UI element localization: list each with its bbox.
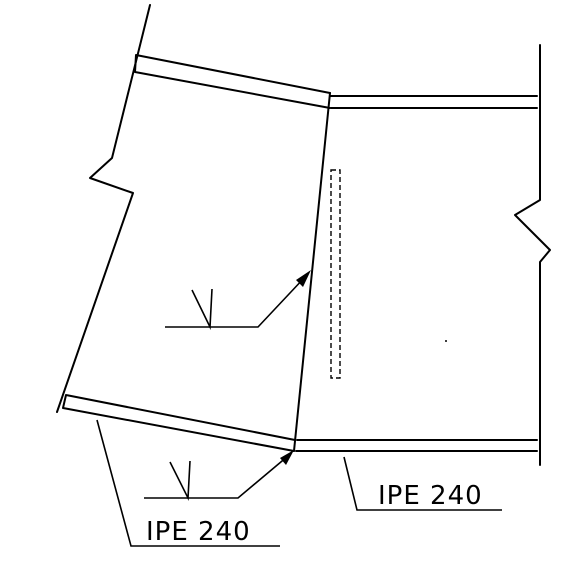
left-beam-end-line [293,92,331,452]
weld-fillet-mark-flange [169,460,191,502]
dashed-end-plate [330,169,341,379]
weld-arrow-head-web [296,270,311,287]
right-label-leader [343,456,502,511]
left-beam-top-flange [134,54,331,109]
weld-symbol-flange [144,450,294,502]
weld-arrow-head-flange [280,450,294,465]
drawing-dot [445,340,447,342]
weld-leader-web [165,276,306,328]
left-section-label: IPE 240 [146,517,251,547]
left-beam-break-line [56,4,151,413]
left-section-callout: IPE 240 [96,419,280,547]
left-label-leader [96,419,280,547]
weld-leader-flange [144,455,289,499]
left-beam-bottom-flange [62,394,296,452]
weld-symbol-web [165,270,311,331]
right-horizontal-beam [295,44,551,466]
right-beam-break-line [514,44,551,466]
right-beam-top-flange [329,95,538,109]
right-section-callout: IPE 240 [343,456,502,511]
right-beam-bottom-flange [295,439,538,452]
weld-fillet-mark-web [191,288,213,331]
left-inclined-beam [56,4,331,452]
right-section-label: IPE 240 [378,481,483,511]
